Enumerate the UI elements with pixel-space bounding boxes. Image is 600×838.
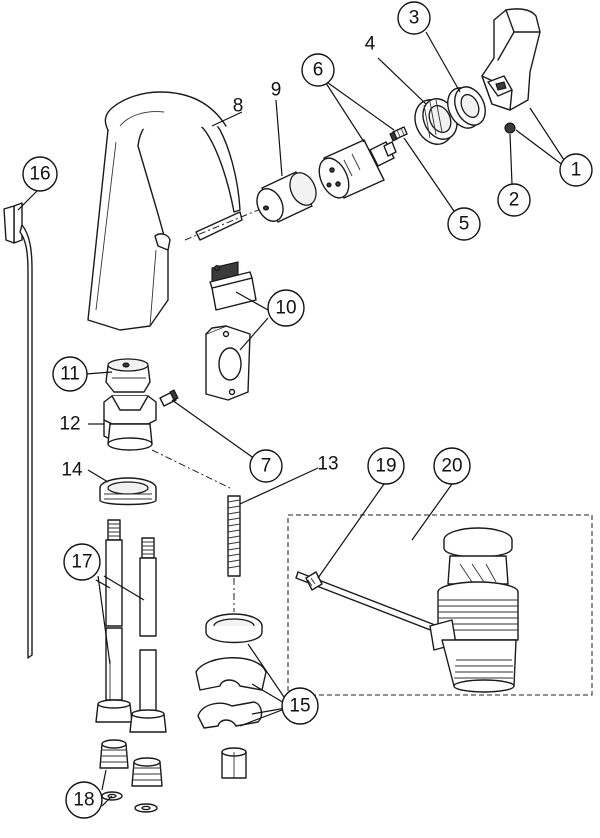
part-12-mounting-body [103,395,157,451]
callout-18: 18 [65,781,103,819]
callout-13: 13 [317,454,338,475]
part-11-insert [105,358,151,393]
callout-7: 7 [249,449,283,483]
callout-20: 20 [433,447,471,485]
part-15-plate-washer [197,701,263,729]
callout-19: 19 [367,447,405,485]
part-16-lift-rod [3,202,33,659]
callout-16: 16 [22,156,58,192]
part-14-locknut [99,477,157,506]
callout-12-label: 12 [59,414,80,435]
callout-7-label: 7 [261,456,272,477]
callout-5-label: 5 [459,214,470,235]
callout-11-label: 11 [60,364,80,385]
callout-20-label: 20 [441,456,462,477]
callout-18-label: 18 [73,790,94,811]
part-17-supply-hose-right [129,537,167,733]
part-20-pop-up-drain [429,527,519,693]
centerline-body-rod [151,449,231,489]
callout-1: 1 [559,153,593,187]
part-10-gasket-plate [205,325,251,401]
callout-14: 14 [61,460,83,481]
part-15-horseshoe-washer [195,657,267,691]
callout-14-label: 14 [61,460,83,481]
drain-assembly-frame [287,514,593,696]
part-18-coupling-right [131,757,163,813]
callout-17-label: 17 [71,552,92,573]
callout-11: 11 [52,356,88,392]
callout-15: 15 [281,687,319,725]
part-9-sleeve [256,171,317,223]
callout-15-label: 15 [289,696,310,717]
part-7-screw [159,389,179,407]
callout-13-label: 13 [317,454,338,475]
part-10-aerator [209,261,257,311]
callout-2: 2 [497,183,531,217]
callout-19-label: 19 [375,456,396,477]
callout-5: 5 [447,207,481,241]
part-2-cap [504,122,516,134]
part-18-coupling-left [99,739,129,801]
callout-2-label: 2 [509,190,520,211]
callout-4: 4 [365,34,376,55]
part-5-screw [389,126,408,142]
part-3-escutcheon [447,86,486,129]
part-1-handle [481,8,541,111]
callout-8: 8 [233,96,244,117]
leader-lines [17,31,565,807]
part-15-washer [205,613,263,644]
part-19-pivot-rod [295,571,449,637]
part-15-nut [221,747,247,779]
callout-10-label: 10 [275,298,296,319]
callout-8-label: 8 [233,96,244,117]
part-4-bonnet-nut [414,98,458,145]
callout-3: 3 [397,1,431,35]
callout-9: 9 [271,80,282,101]
callout-12: 12 [59,414,80,435]
callout-10: 10 [267,289,305,327]
callout-17: 17 [63,543,101,581]
callout-16-label: 16 [29,164,50,185]
callout-6: 6 [301,53,335,87]
part-13-threaded-rod [227,495,241,577]
callout-9-label: 9 [271,80,282,101]
part-6-cartridge [318,139,397,199]
part-17-supply-hose-left [95,519,133,723]
callout-1-label: 1 [571,160,582,181]
callout-3-label: 3 [409,8,420,29]
callout-4-label: 4 [365,34,376,55]
callout-6-label: 6 [313,60,324,81]
